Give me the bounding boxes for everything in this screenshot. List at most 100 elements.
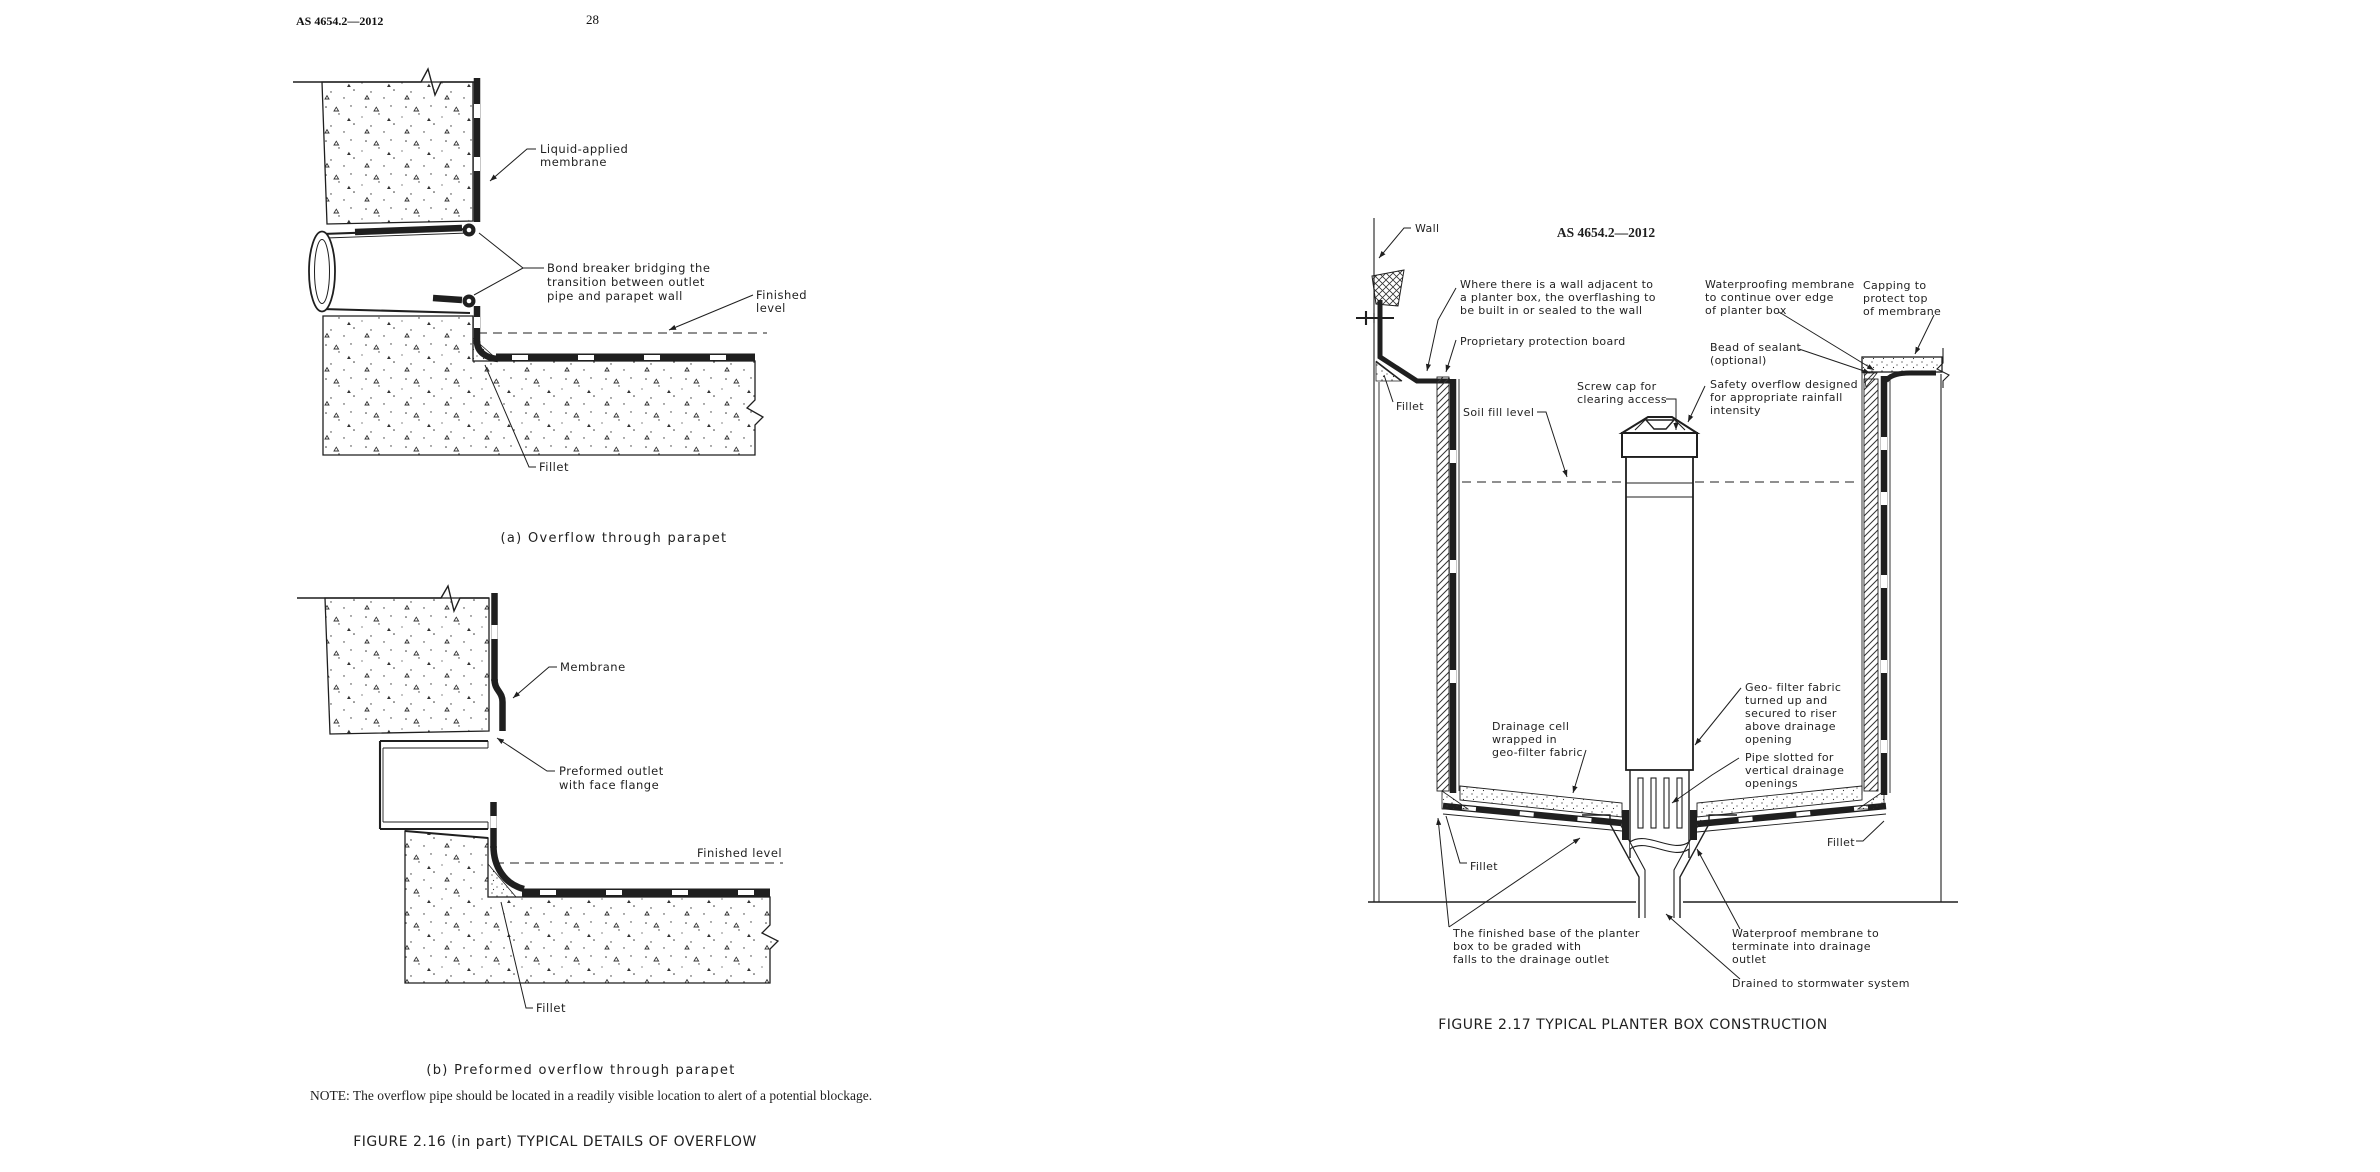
- right-wall-hatch: [1863, 378, 1879, 792]
- label-wall: Wall: [1378, 222, 1439, 259]
- label-text: (optional): [1710, 354, 1767, 367]
- label-text: Wall: [1415, 222, 1439, 235]
- fillet-b: [487, 862, 517, 898]
- label-bond-breaker: Bond breaker bridging the transition bet…: [473, 232, 710, 303]
- membrane-upper-face-a: [473, 78, 481, 222]
- label-text: openings: [1745, 777, 1798, 790]
- label-preformed-outlet: Preformed outlet with face flange: [496, 737, 663, 792]
- label-text: Proprietary protection board: [1460, 335, 1626, 348]
- label-text: membrane: [540, 155, 607, 169]
- label-soil-fill-level: Soil fill level: [1463, 406, 1568, 478]
- parapet-upper-concrete-b: [324, 597, 490, 735]
- sealant-bead: [1863, 372, 1878, 388]
- parapet-top-edge-b: [404, 829, 489, 840]
- label-membrane-b: Membrane: [512, 660, 626, 699]
- figure-2-16-title: FIGURE 2.16 (in part) TYPICAL DETAILS OF…: [353, 1134, 757, 1150]
- label-text: intensity: [1710, 404, 1761, 417]
- diagram-a-overflow-through-parapet: Liquid-applied membrane Bond breaker bri…: [293, 67, 807, 546]
- label-drainage-cell: Drainage cell wrapped in geo-filter fabr…: [1492, 720, 1587, 794]
- membrane-over-edge: [1883, 370, 1936, 383]
- left-wall-membrane: [1449, 379, 1457, 793]
- label-text: pipe and parapet wall: [547, 289, 683, 303]
- label-text: Bead of sealant: [1710, 341, 1802, 354]
- label-text: with face flange: [559, 778, 659, 792]
- bond-breaker-membrane-hooks-a: [354, 223, 476, 308]
- fillet-top-left: [1375, 361, 1403, 382]
- face-flange-membrane-b: [490, 802, 526, 893]
- label-text: secured to riser: [1745, 707, 1837, 720]
- label-drained-stormwater: Drained to stormwater system: [1665, 913, 1909, 990]
- wall-fixing-bolt: [1356, 311, 1394, 325]
- label-waterproofing-membrane: Waterproofing membrane to continue over …: [1705, 278, 1875, 371]
- sealant-wedge: [1371, 269, 1405, 307]
- overflashing-membrane: [1377, 300, 1450, 384]
- label-protection-board: Proprietary protection board: [1445, 335, 1626, 373]
- label-text: Membrane: [560, 660, 626, 674]
- planter-box-section: [1356, 218, 1958, 918]
- label-text: Geo- filter fabric: [1745, 681, 1841, 694]
- left-page-number: 28: [586, 12, 599, 27]
- label-text: Fillet: [539, 460, 569, 474]
- membrane-termination-right: [1690, 810, 1697, 840]
- label-text: be built in or sealed to the wall: [1460, 304, 1642, 317]
- protection-board: [1436, 376, 1450, 792]
- label-text: of planter box: [1705, 304, 1787, 317]
- label-text: Waterproof membrane to: [1732, 927, 1879, 940]
- label-text: Pipe slotted for: [1745, 751, 1834, 764]
- caption-a: (a) Overflow through parapet: [501, 531, 728, 546]
- left-page-header-code: AS 4654.2—2012: [296, 14, 384, 28]
- label-bead-of-sealant: Bead of sealant (optional): [1710, 341, 1871, 374]
- label-text: Fillet: [1470, 860, 1498, 873]
- label-fillet-bottom-left: Fillet: [1445, 815, 1498, 873]
- riser-body: [1625, 456, 1694, 771]
- label-liquid-applied-membrane: Liquid-applied membrane: [489, 142, 628, 182]
- label-text: Where there is a wall adjacent to: [1460, 278, 1653, 291]
- fillet-bottom-left: [1441, 790, 1470, 810]
- membrane-termination-left: [1622, 810, 1629, 840]
- label-text: a planter box, the overflashing to: [1460, 291, 1656, 304]
- label-text: clearing access: [1577, 393, 1667, 406]
- label-finished-level-a: Finished level: [668, 288, 807, 331]
- label-text: Screw cap for: [1577, 380, 1657, 393]
- label-text: wrapped in: [1492, 733, 1557, 746]
- label-text: geo-filter fabric: [1492, 746, 1583, 759]
- label-text: vertical drainage: [1745, 764, 1844, 777]
- label-text: Liquid-applied: [540, 142, 628, 156]
- preformed-outlet-duct: [378, 739, 489, 831]
- label-text: Fillet: [1396, 400, 1424, 413]
- label-text: Bond breaker bridging the: [547, 261, 710, 275]
- roof-slab-concrete-a: [322, 315, 765, 456]
- parapet-upper-concrete-a: [321, 81, 474, 225]
- safety-overflow-riser: [1618, 416, 1701, 858]
- label-finished-base: The finished base of the planter box to …: [1436, 817, 1640, 966]
- label-text: The finished base of the planter: [1452, 927, 1640, 940]
- figure-2-17-title: FIGURE 2.17 TYPICAL PLANTER BOX CONSTRUC…: [1438, 1017, 1828, 1033]
- fillet-bottom-right: [1856, 790, 1885, 810]
- label-text: falls to the drainage outlet: [1453, 953, 1610, 966]
- label-text: Soil fill level: [1463, 406, 1534, 419]
- screw-cap-slot: [1644, 419, 1676, 430]
- label-text: outlet: [1732, 953, 1767, 966]
- right-page-header-code: AS 4654.2—2012: [1557, 225, 1656, 240]
- caption-b: (b) Preformed overflow through parapet: [426, 1063, 735, 1078]
- label-text: Safety overflow designed: [1710, 378, 1858, 391]
- label-text: for appropriate rainfall: [1710, 391, 1843, 404]
- membrane-upper-b: [491, 593, 506, 731]
- label-text: Drainage cell: [1492, 720, 1569, 733]
- label-fillet-a: Fillet: [484, 364, 569, 474]
- label-text: terminate into drainage: [1732, 940, 1871, 953]
- drainage-slots: [1637, 777, 1683, 829]
- label-safety-overflow: Safety overflow designed for appropriate…: [1687, 378, 1858, 423]
- label-text: box to be graded with: [1453, 940, 1581, 953]
- membrane-lower-a: [472, 306, 755, 363]
- label-finished-level-b: Finished level: [697, 846, 782, 860]
- base-membrane: [1442, 802, 1887, 833]
- label-text: turned up and: [1745, 694, 1828, 707]
- label-text: Waterproofing membrane: [1705, 278, 1855, 291]
- figure-2-16-drawing: Liquid-applied membrane Bond breaker bri…: [293, 67, 872, 1150]
- label-text: Fillet: [1827, 836, 1855, 849]
- label-screw-cap: Screw cap for clearing access: [1577, 380, 1679, 430]
- note-text: NOTE: The overflow pipe should be locate…: [310, 1088, 872, 1103]
- label-text: above drainage: [1745, 720, 1836, 733]
